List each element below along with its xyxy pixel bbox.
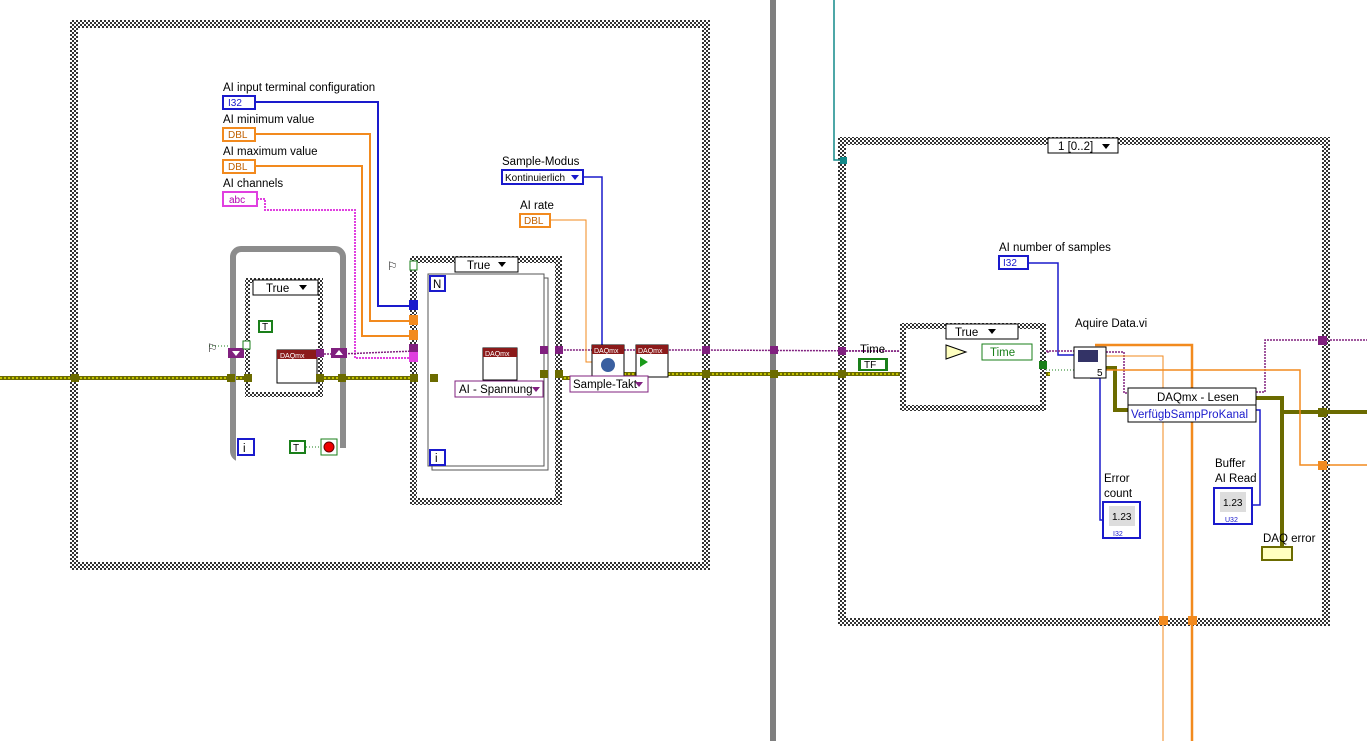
subvi-label: Aquire Data.vi	[1075, 318, 1147, 330]
svg-text:Kontinuierlich[interactable]: Kontinuierlich	[505, 173, 565, 184]
svg-text:DAQmx: DAQmx	[485, 351, 510, 358]
svg-text:T: T	[262, 322, 268, 333]
svg-text:N: N	[433, 279, 441, 291]
svg-text:1.23: 1.23	[1112, 512, 1132, 523]
daq-error-indicator	[1261, 546, 1293, 561]
time-local-variable	[981, 343, 1033, 361]
teal-wire	[833, 0, 843, 161]
wires-right	[846, 262, 1367, 741]
svg-text:True: True	[955, 327, 978, 339]
sequence-frame-left[interactable]	[70, 20, 710, 570]
true-constant: T	[293, 443, 299, 454]
timing-type-ring	[569, 375, 649, 393]
svg-text:DAQmx - Lesen: DAQmx - Lesen	[1157, 392, 1239, 404]
svg-text:AI rate: AI rate	[520, 200, 554, 212]
svg-text:AI minimum value: AI minimum value	[223, 114, 314, 126]
svg-text:Error: Error	[1104, 473, 1130, 485]
stop-icon[interactable]	[323, 441, 335, 453]
svg-text:DAQmx: DAQmx	[638, 348, 663, 355]
svg-text:abc: abc	[229, 195, 245, 206]
svg-text:Sample-Takt[interactable]: Sample-Takt	[573, 379, 638, 391]
svg-text:True: True	[266, 283, 289, 295]
svg-text:I32: I32	[228, 98, 242, 109]
svg-text:DBL: DBL	[228, 162, 248, 173]
case-structure-right[interactable]: True Time	[900, 323, 1046, 411]
svg-text:i: i	[435, 453, 438, 465]
svg-text:TF: TF	[864, 360, 876, 371]
daq-error-label: DAQ error	[1263, 533, 1316, 545]
svg-text:U32: U32	[1225, 517, 1238, 524]
svg-text:AI channels: AI channels	[223, 178, 283, 190]
svg-text:VerfügbSampProKanal: VerfügbSampProKanal	[1131, 409, 1248, 421]
clock-icon	[601, 358, 615, 372]
buffer-indicator: 1.23 U32	[1213, 487, 1253, 525]
svg-text:I32: I32	[1003, 258, 1017, 269]
svg-text:I32: I32	[1113, 531, 1123, 538]
svg-text:AI maximum value: AI maximum value	[223, 146, 318, 158]
frame-selector[interactable]: 1 [0..2]	[1058, 141, 1093, 153]
samples-label: AI number of samples	[999, 242, 1111, 254]
svg-text:AI input terminal configuratio: AI input terminal configuration	[223, 82, 375, 94]
channel-type-ring	[454, 380, 544, 398]
svg-text:DBL: DBL	[524, 216, 544, 227]
svg-text:count: count	[1104, 488, 1133, 500]
svg-text:Time: Time	[990, 347, 1015, 359]
timing-icon-2: ⚐	[387, 261, 397, 273]
samples-control[interactable]	[998, 255, 1029, 270]
error-count-indicator: 1.23 I32	[1102, 501, 1141, 539]
svg-text:Buffer: Buffer	[1215, 458, 1246, 470]
not-gate	[945, 344, 968, 360]
case-structure-inner[interactable]: True T DAQmx	[245, 278, 323, 397]
svg-text:DAQmx: DAQmx	[280, 353, 305, 360]
iteration-terminal	[237, 438, 255, 456]
time-label: Time	[860, 344, 885, 356]
svg-text:AI Read: AI Read	[1215, 473, 1257, 485]
controls-left[interactable]: AI input terminal configuration I32 AI m…	[222, 82, 584, 228]
svg-text:1.23: 1.23	[1223, 498, 1243, 509]
error-tunnels	[71, 370, 846, 382]
sample-mode-ring	[501, 169, 584, 185]
timing-icon: ⚐	[207, 343, 217, 355]
svg-text:AI - Spannung[interactable]: AI - Spannung	[459, 384, 533, 396]
daqmx-read-property-node[interactable]: DAQmx - Lesen VerfügbSampProKanal	[1127, 387, 1257, 423]
svg-text:i: i	[243, 443, 246, 455]
svg-text:True: True	[467, 260, 490, 272]
svg-text:DAQmx: DAQmx	[594, 348, 619, 355]
svg-text:5: 5	[1097, 368, 1103, 379]
svg-text:Sample-Modus: Sample-Modus	[502, 156, 580, 168]
svg-text:DBL: DBL	[228, 130, 248, 141]
play-icon	[640, 357, 648, 367]
case-structure-middle[interactable]: True N i DAQmx AI - Spannung	[410, 256, 562, 505]
